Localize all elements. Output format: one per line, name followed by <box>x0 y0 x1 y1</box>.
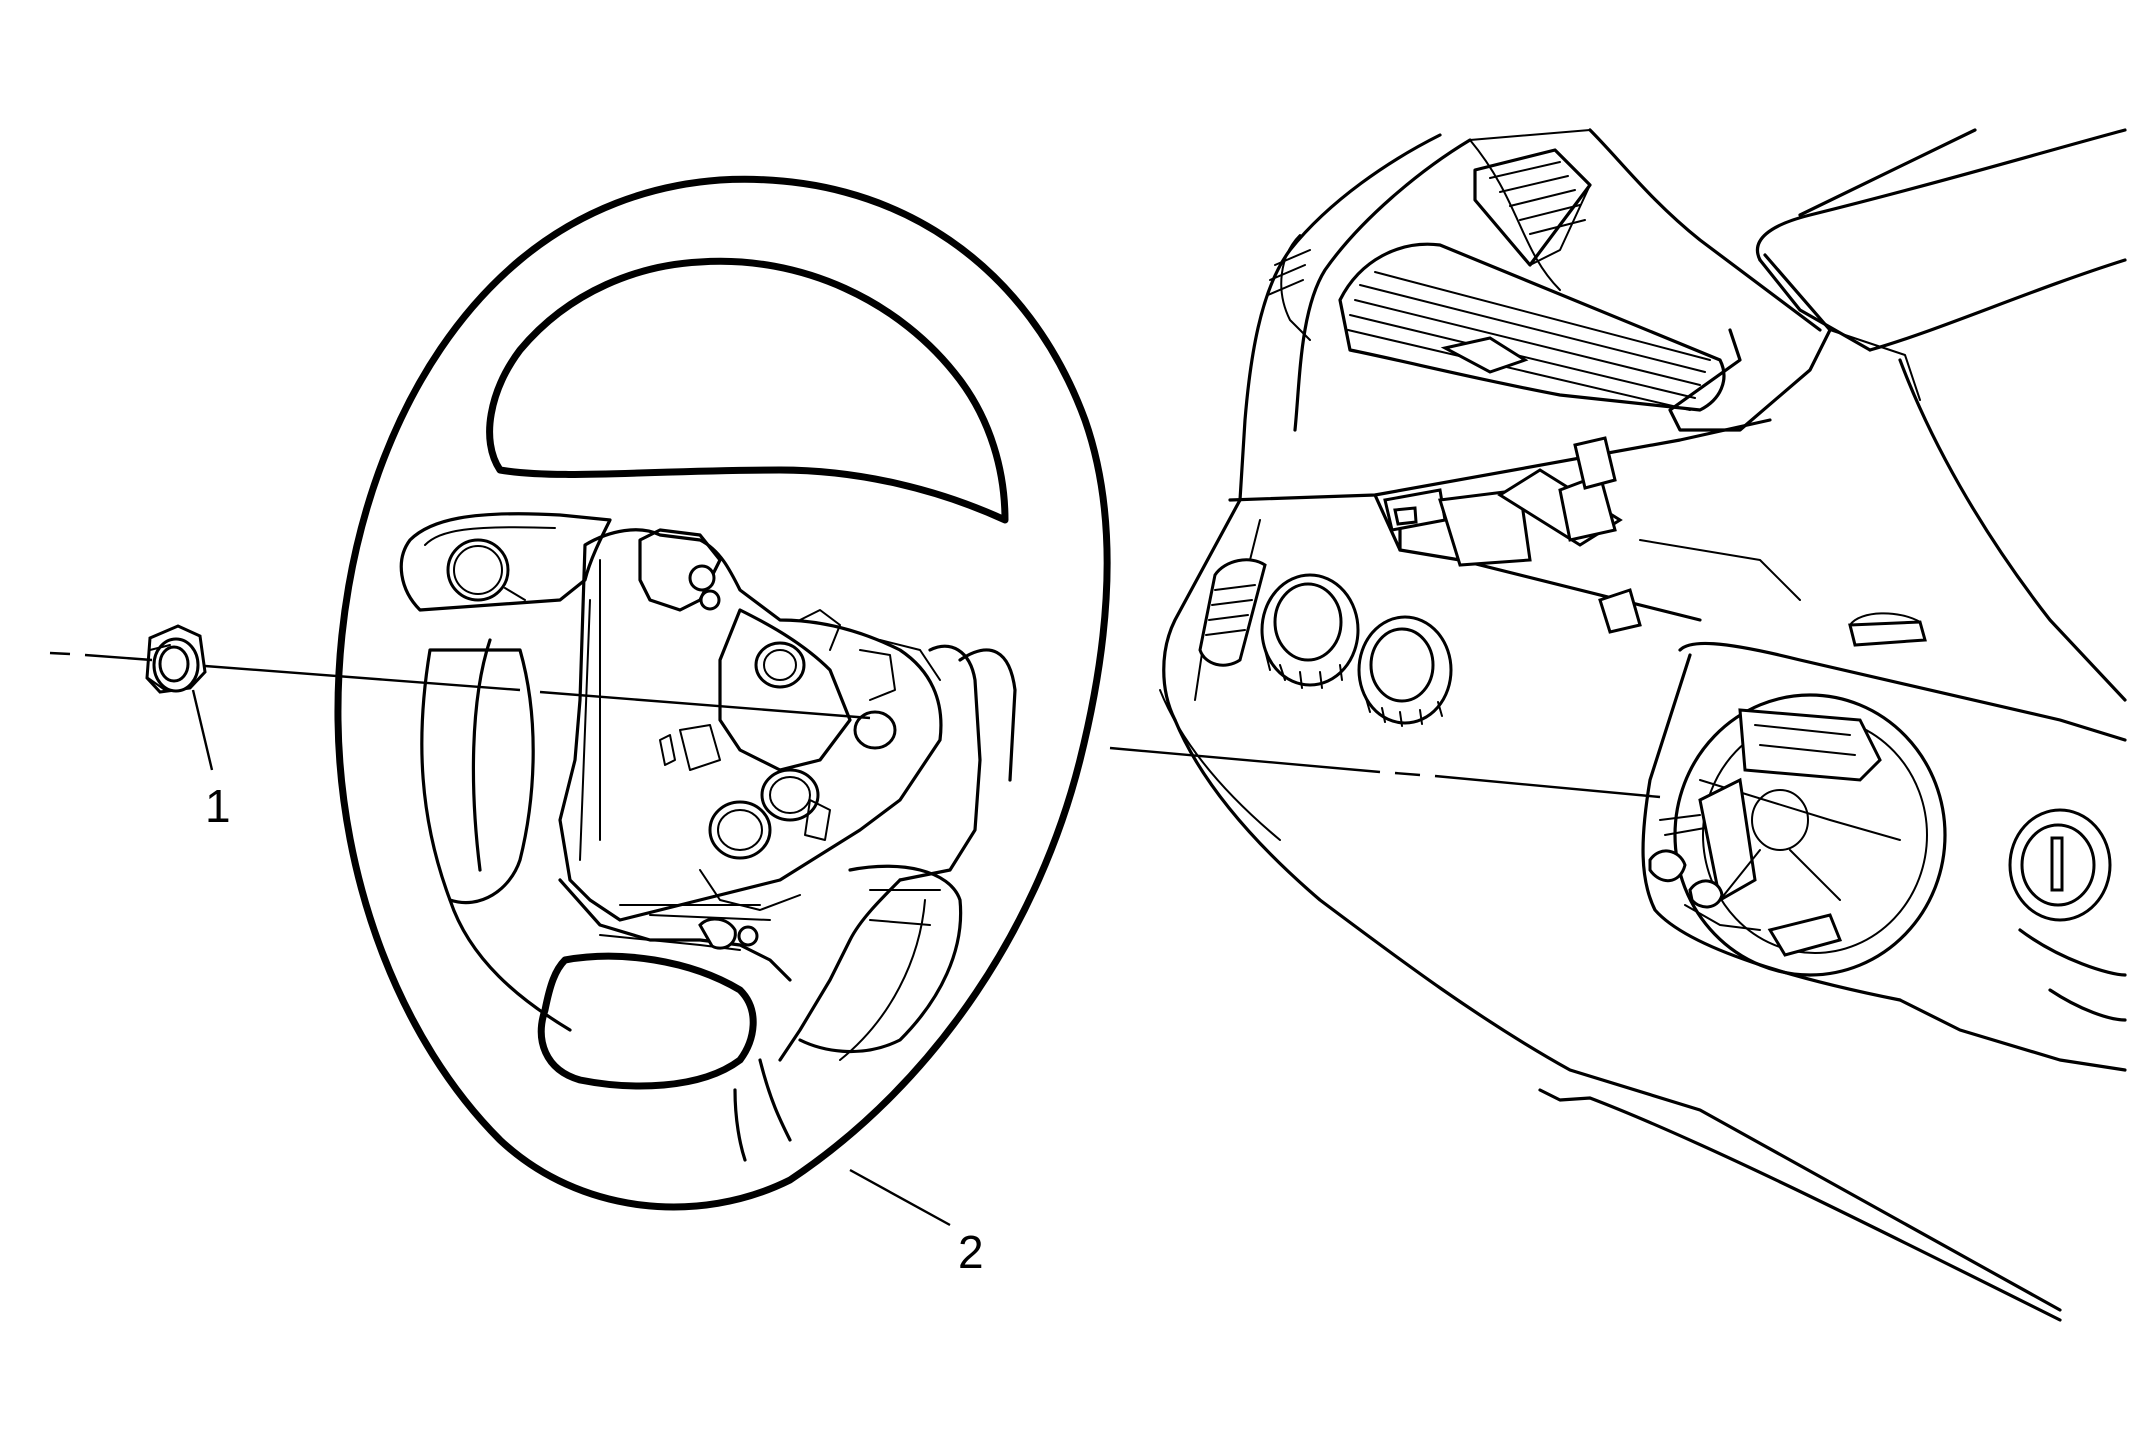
callout-1-label: 1 <box>205 780 231 832</box>
steering-wheel <box>334 175 1111 1211</box>
alignment-axis <box>49 651 1661 799</box>
callout-1-leader <box>191 689 214 771</box>
callout-2-label: 2 <box>958 1226 984 1278</box>
instrument-panel <box>1159 128 2127 1322</box>
callout-2-leader <box>849 1168 951 1227</box>
steering-wheel-nut <box>145 624 207 694</box>
